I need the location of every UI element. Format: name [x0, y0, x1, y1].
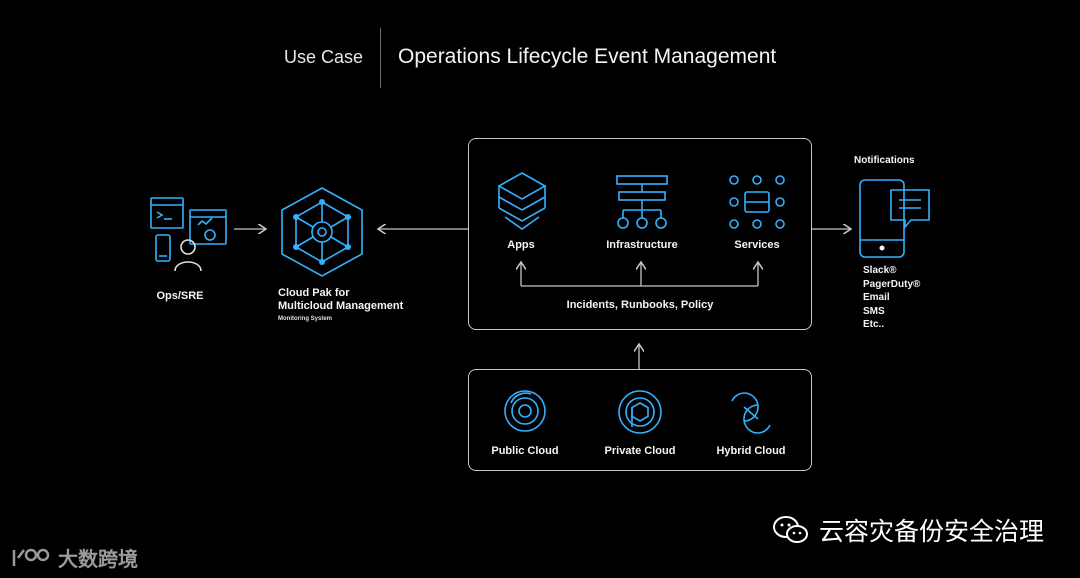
apps-layers-icon	[497, 172, 547, 230]
services-grid-icon	[729, 175, 785, 229]
brand-logo-icon	[12, 548, 50, 566]
apps-label: Apps	[507, 239, 535, 251]
mobile-notification-icon	[859, 179, 930, 258]
workloads-box	[468, 138, 812, 330]
logo-watermark: 大数跨境	[10, 543, 138, 572]
use-case-label: Use Case	[283, 47, 363, 67]
cloud-pak-label-line2: Multicloud Management	[278, 300, 404, 312]
header-divider	[380, 28, 381, 88]
wechat-watermark: 云容灾备份安全治理	[772, 512, 1044, 548]
infrastructure-hierarchy-icon	[616, 175, 668, 229]
brand-logo-text: 大数跨境	[58, 547, 138, 571]
list-item: Slack®	[863, 265, 897, 276]
cloud-pak-sublabel: Monitoring System	[278, 316, 333, 322]
list-item: PagerDuty®	[863, 278, 921, 290]
wechat-icon	[772, 516, 808, 543]
cloud-pak-hexagon-icon	[281, 187, 363, 277]
public-cloud-icon	[504, 390, 546, 432]
public-cloud-label: Public Cloud	[491, 445, 559, 457]
cloud-pak-label-line1: Cloud Pak for	[278, 287, 350, 299]
services-label: Services	[734, 239, 780, 251]
notifications-title: Notifications	[854, 155, 915, 166]
list-item: Etc..	[863, 319, 885, 330]
clouds-box	[468, 369, 812, 471]
hybrid-cloud-label: Hybrid Cloud	[716, 445, 786, 457]
incidents-runbooks-policy-label: Incidents, Runbooks, Policy	[566, 299, 714, 311]
list-item: SMS	[863, 305, 885, 317]
private-cloud-label: Private Cloud	[604, 445, 676, 457]
ops-sre-icon	[150, 197, 227, 272]
ops-sre-label: Ops/SRE	[156, 290, 204, 302]
notification-channels-list: Slack® PagerDuty® Email SMS Etc..	[863, 264, 920, 332]
hybrid-cloud-icon	[731, 392, 771, 434]
infrastructure-label: Infrastructure	[606, 239, 678, 251]
private-cloud-icon	[618, 390, 662, 434]
page-title: Operations Lifecycle Event Management	[398, 45, 777, 68]
wechat-account-name: 云容灾备份安全治理	[818, 517, 1044, 546]
list-item: Email	[863, 292, 890, 303]
